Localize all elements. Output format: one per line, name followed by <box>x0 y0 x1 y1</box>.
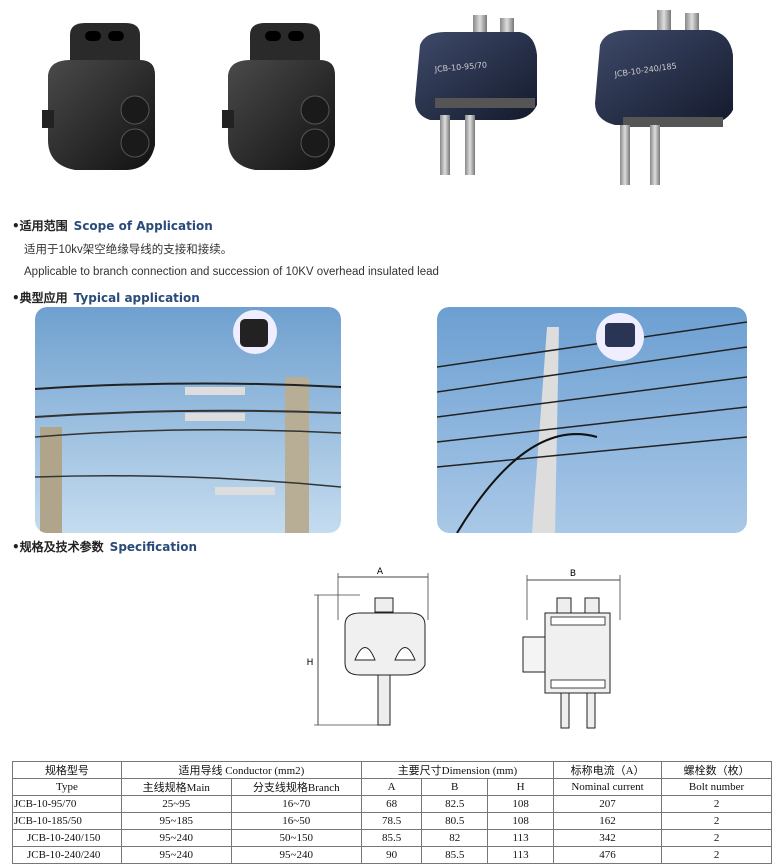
cell-a: 78.5 <box>360 812 423 830</box>
table-header-row: 规格型号 适用导线 Conductor (mm2) 主要尺寸Dimension … <box>12 761 772 779</box>
product-photo-black-small-2 <box>222 23 335 170</box>
col-main: 主线规格Main <box>120 778 232 796</box>
dimension-label-h: H <box>307 658 314 668</box>
cell-main: 95~185 <box>120 812 232 830</box>
cell-a: 85.5 <box>360 829 423 847</box>
dimension-label-b: B <box>570 569 576 579</box>
cell-type: JCB-10-95/70 <box>12 795 122 813</box>
dimension-label-a: A <box>377 567 384 577</box>
cell-b: 82 <box>421 829 489 847</box>
scope-text-cn: 适用于10kv架空绝缘导线的支接和接续。 <box>24 244 233 256</box>
spec-heading: •规格及技术参数 Specification <box>12 538 197 555</box>
table-subheader-row: Type 主线规格Main 分支线规格Branch A B H Nominal … <box>12 778 772 796</box>
col-bolt-cn: 螺栓数（枚） <box>661 761 772 779</box>
cell-b: 82.5 <box>421 795 489 813</box>
col-type-en: Type <box>12 778 122 796</box>
product-photo-black-small <box>42 23 155 170</box>
product-photo-jcb-240-185: JCB-10-240/185 <box>595 10 733 185</box>
cell-type: JCB-10-240/150 <box>12 829 122 847</box>
cell-type: JCB-10-185/50 <box>12 812 122 830</box>
cell-h: 108 <box>487 812 554 830</box>
cell-h: 108 <box>487 795 554 813</box>
scope-text-en: Applicable to branch connection and succ… <box>24 266 439 278</box>
cell-bolt: 2 <box>661 812 772 830</box>
col-current-cn: 标称电流（A） <box>552 761 663 779</box>
col-conductor: 适用导线 Conductor (mm2) <box>120 761 362 779</box>
col-branch: 分支线规格Branch <box>230 778 362 796</box>
spec-drawing-front: A H <box>307 567 429 726</box>
table-row: JCB-10-95/70 25~95 16~70 68 82.5 108 207… <box>12 795 772 813</box>
cell-b: 80.5 <box>421 812 489 830</box>
typical-photo-left <box>35 307 341 533</box>
col-b: B <box>421 778 489 796</box>
typical-heading: •典型应用 Typical application <box>12 289 200 306</box>
cell-bolt: 2 <box>661 829 772 847</box>
cell-h: 113 <box>487 829 554 847</box>
spec-drawing-side: B <box>522 569 621 729</box>
col-h: H <box>487 778 554 796</box>
table-row: JCB-10-240/240 95~240 95~240 90 85.5 113… <box>12 846 772 864</box>
col-bolt-en: Bolt number <box>661 778 772 796</box>
cell-a: 68 <box>360 795 423 813</box>
cell-branch: 16~50 <box>230 812 362 830</box>
typical-heading-cn: •典型应用 <box>12 291 68 305</box>
table-row: JCB-10-240/150 95~240 50~150 85.5 82 113… <box>12 829 772 847</box>
cell-type: JCB-10-240/240 <box>12 846 122 864</box>
typical-photo-right <box>437 307 747 533</box>
cell-current: 207 <box>552 795 663 813</box>
scope-heading-cn: •适用范围 <box>12 219 68 233</box>
product-photo-jcb-95-70: JCB-10-95/70 <box>415 15 537 175</box>
spec-heading-en: Specification <box>109 540 198 554</box>
cell-current: 342 <box>552 829 663 847</box>
col-type-cn: 规格型号 <box>12 761 122 779</box>
col-dimension: 主要尺寸Dimension (mm) <box>360 761 554 779</box>
spec-table: 规格型号 适用导线 Conductor (mm2) 主要尺寸Dimension … <box>12 761 772 864</box>
col-a: A <box>360 778 423 796</box>
scope-heading-en: Scope of Application <box>73 219 213 233</box>
cell-current: 162 <box>552 812 663 830</box>
cell-branch: 50~150 <box>230 829 362 847</box>
cell-branch: 16~70 <box>230 795 362 813</box>
cell-main: 95~240 <box>120 829 232 847</box>
cell-bolt: 2 <box>661 795 772 813</box>
scope-heading: •适用范围 Scope of Application <box>12 217 213 234</box>
spec-heading-cn: •规格及技术参数 <box>12 540 104 554</box>
cell-main: 25~95 <box>120 795 232 813</box>
typical-heading-en: Typical application <box>73 291 200 305</box>
table-row: JCB-10-185/50 95~185 16~50 78.5 80.5 108… <box>12 812 772 830</box>
col-current-en: Nominal current <box>552 778 663 796</box>
